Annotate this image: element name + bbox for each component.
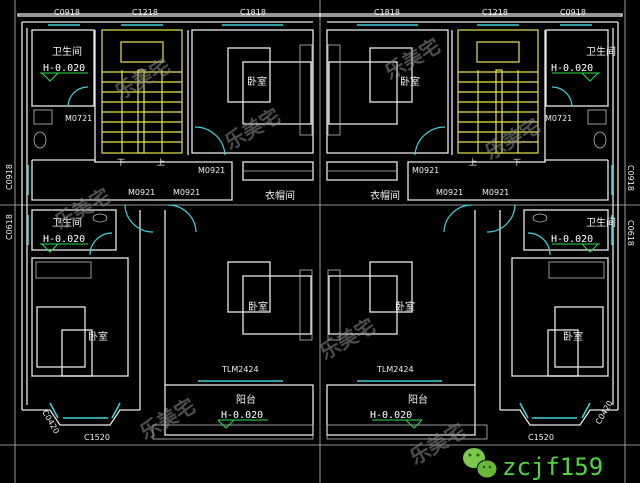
level-label: H-0.020 bbox=[221, 410, 263, 421]
door-label: M0921 bbox=[173, 188, 200, 197]
door-label: M0921 bbox=[482, 188, 509, 197]
window-label: C0618 bbox=[626, 220, 635, 246]
stair-down: 下 bbox=[513, 158, 521, 167]
room-bathroom: 卫生间 bbox=[52, 45, 82, 58]
room-bedroom: 卧室 bbox=[247, 75, 267, 88]
door-label: M0921 bbox=[436, 188, 463, 197]
room-bedroom: 卧室 bbox=[88, 330, 108, 343]
window-label: C1520 bbox=[84, 433, 110, 442]
room-bedroom: 卧室 bbox=[400, 75, 420, 88]
window-label: C0918 bbox=[560, 8, 586, 17]
watermark: 乐美宅 bbox=[406, 419, 470, 470]
door-label: M0721 bbox=[545, 114, 572, 123]
door-label: TLM2424 bbox=[221, 365, 259, 374]
door-label: TLM2424 bbox=[376, 365, 414, 374]
window-label: C0420 bbox=[594, 399, 615, 426]
level-label: H-0.020 bbox=[370, 410, 412, 421]
left-unit-walls bbox=[17, 13, 321, 440]
watermark: 乐美宅 bbox=[316, 314, 380, 365]
watermark: 乐美宅 bbox=[51, 184, 115, 235]
window-label: C0618 bbox=[5, 214, 14, 240]
door-label: M0921 bbox=[198, 166, 225, 175]
window-label: C1218 bbox=[482, 8, 508, 17]
window-label: C1818 bbox=[374, 8, 400, 17]
window-label: C1218 bbox=[132, 8, 158, 17]
level-label: H-0.020 bbox=[43, 234, 85, 245]
stair-up: 上 bbox=[469, 158, 477, 167]
stair-up: 上 bbox=[157, 158, 165, 167]
window-label: C0918 bbox=[5, 164, 14, 190]
level-label: H-0.020 bbox=[551, 234, 593, 245]
room-closet: 衣帽间 bbox=[265, 189, 295, 202]
door-label: M0921 bbox=[412, 166, 439, 175]
room-bathroom: 卫生间 bbox=[52, 216, 82, 229]
watermark: 乐美宅 bbox=[481, 114, 545, 165]
watermark: 乐美宅 bbox=[136, 394, 200, 445]
room-bedroom: 卧室 bbox=[563, 330, 583, 343]
room-bedroom: 卧室 bbox=[395, 300, 415, 313]
level-label: H-0.020 bbox=[551, 63, 593, 74]
window-label: C1818 bbox=[240, 8, 266, 17]
room-bedroom: 卧室 bbox=[248, 300, 268, 313]
window-label: C0918 bbox=[626, 165, 635, 191]
level-label: H-0.020 bbox=[43, 63, 85, 74]
window-label: C1520 bbox=[528, 433, 554, 442]
room-bathroom: 卫生间 bbox=[586, 216, 616, 229]
watermarks: 乐美宅 乐美宅 乐美宅 乐美宅 乐美宅 乐美宅 乐美宅 乐美宅 bbox=[51, 34, 545, 470]
door-label: M0721 bbox=[65, 114, 92, 123]
wechat-badge: zcjf159 bbox=[463, 448, 603, 481]
watermark: 乐美宅 bbox=[221, 104, 285, 155]
wechat-id: zcjf159 bbox=[502, 453, 603, 481]
room-balcony: 阳台 bbox=[408, 393, 428, 406]
window-label: C0918 bbox=[54, 8, 80, 17]
stair-down: 下 bbox=[117, 158, 125, 167]
room-closet: 衣帽间 bbox=[370, 189, 400, 202]
wechat-icon bbox=[463, 448, 498, 479]
room-bathroom: 卫生间 bbox=[586, 45, 616, 58]
room-balcony: 阳台 bbox=[236, 393, 256, 406]
watermark: 乐美宅 bbox=[111, 54, 175, 105]
door-label: M0921 bbox=[128, 188, 155, 197]
